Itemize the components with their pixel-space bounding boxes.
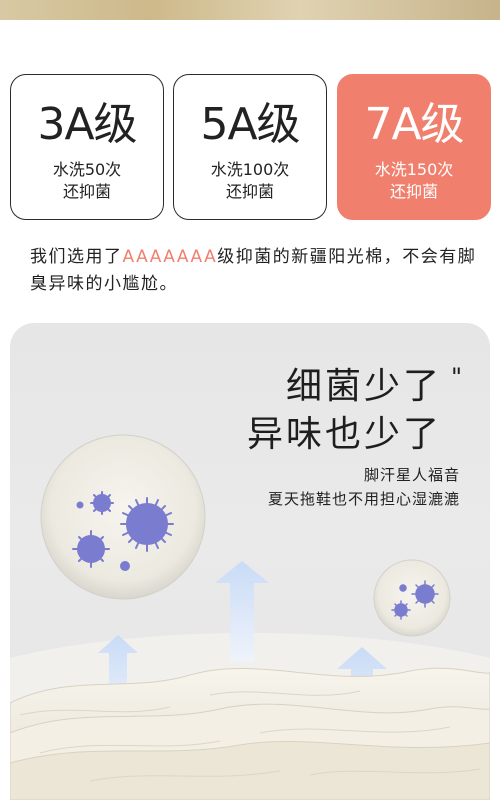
description-suffix: 级抑菌的新疆阳光棉，不会有脚臭异味的小尴尬。: [30, 247, 477, 294]
scene-headline: 细菌少了 异味也少了: [247, 363, 442, 459]
subline-line-1: 脚汗星人福音: [363, 466, 460, 484]
grade-comparison: 3A级 水洗50次 还抑菌 5A级 水洗100次 还抑菌 7A级 水洗150次 …: [0, 74, 500, 224]
grade-title: 7A级: [364, 99, 464, 150]
grade-wash: 水洗50次: [52, 160, 122, 179]
grade-effect: 还抑菌: [62, 182, 111, 201]
product-description: 我们选用了AAAAAAA级抑菌的新疆阳光棉，不会有脚臭异味的小尴尬。: [30, 244, 480, 298]
description-prefix: 我们选用了: [30, 247, 123, 267]
headline-line-1: 细菌少了: [285, 366, 442, 407]
bacteria-bubble-small: [373, 559, 451, 637]
grade-effect: 还抑菌: [225, 182, 274, 201]
cotton-fiber-illustration: [10, 434, 490, 800]
grade-card-3a: 3A级 水洗50次 还抑菌: [10, 74, 164, 220]
bacteria-bubble-large: [40, 434, 206, 600]
headline-line-2: 异味也少了: [246, 414, 442, 455]
description-highlight: AAAAAAA: [122, 247, 218, 267]
scene-subline: 脚汗星人福音 夏天拖鞋也不用担心湿漉漉: [268, 463, 460, 511]
quote-mark: ": [450, 363, 462, 391]
grade-card-5a: 5A级 水洗100次 还抑菌: [173, 74, 327, 220]
grade-wash: 水洗100次: [210, 160, 290, 179]
grade-title: 5A级: [200, 99, 300, 150]
subline-line-2: 夏天拖鞋也不用担心湿漉漉: [267, 490, 460, 508]
grade-card-7a: 7A级 水洗150次 还抑菌: [337, 74, 491, 220]
grade-wash: 水洗150次: [374, 160, 454, 179]
top-banner-image-strip: [0, 0, 500, 20]
antibacterial-scene: 细菌少了 异味也少了 " 脚汗星人福音 夏天拖鞋也不用担心湿漉漉: [10, 323, 490, 800]
cotton-fiber-layers: [10, 667, 490, 800]
grade-effect: 还抑菌: [389, 182, 438, 201]
fiber-strands: [19, 690, 481, 782]
grade-title: 3A级: [37, 99, 137, 150]
